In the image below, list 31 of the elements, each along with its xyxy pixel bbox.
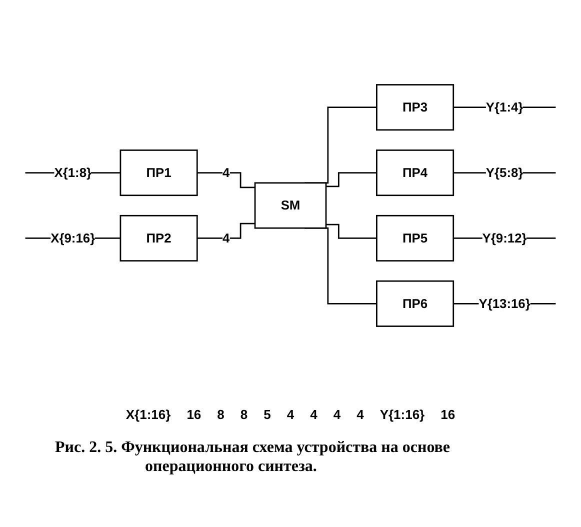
- connector: [326, 172, 377, 188]
- node-box: SM: [254, 182, 327, 229]
- edge-label: X{1:8}: [54, 164, 92, 180]
- bus-label: X{1:16}: [126, 407, 171, 422]
- bus-label: Y{1:16}: [380, 407, 425, 422]
- connector: [197, 222, 256, 239]
- node-box: ПР2: [120, 214, 198, 262]
- bus-label: 4: [310, 407, 318, 422]
- bus-label: 4: [333, 407, 341, 422]
- edge-label: X{9:16}: [50, 230, 96, 246]
- node-box: ПР1: [120, 150, 198, 196]
- bus-label: 8: [217, 407, 224, 422]
- node-box: ПР6: [376, 280, 454, 327]
- bus-label: 16: [186, 407, 202, 422]
- bus-label: 5: [264, 407, 271, 422]
- node-box: ПР4: [376, 150, 454, 196]
- connector: [326, 224, 377, 239]
- edge-label: Y{5:8}: [486, 164, 524, 180]
- node-box: ПР5: [376, 214, 454, 262]
- edge-label: Y{13:16}: [478, 296, 530, 311]
- connector: [197, 172, 256, 188]
- figure-caption: Рис. 2. 5. Функциональная схема устройства на основе операционного синтеза.: [54, 438, 452, 476]
- bus-label: 16: [440, 407, 456, 422]
- edge-label: 4: [222, 164, 230, 180]
- edge-label: 4: [222, 230, 230, 246]
- node-box: ПР3: [376, 84, 454, 131]
- bus-label: 8: [240, 407, 248, 422]
- edge-label: Y{1:4}: [486, 100, 524, 114]
- bus-label: 4: [286, 407, 294, 422]
- bus-label: 4: [356, 407, 364, 422]
- edge-label: Y{9:12}: [482, 230, 527, 246]
